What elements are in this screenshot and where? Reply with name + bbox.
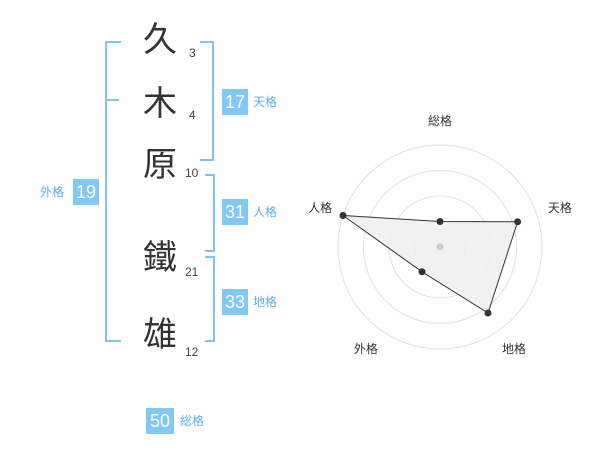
radar-point bbox=[514, 218, 522, 226]
radar-ring bbox=[414, 221, 466, 273]
kanji-4: 鐵 bbox=[143, 238, 177, 278]
tenkaku-label: 天格 bbox=[253, 95, 278, 109]
radar-point bbox=[418, 268, 426, 276]
radar-axis-label: 地格 bbox=[502, 341, 526, 356]
chikaku-value: 33 bbox=[222, 289, 248, 315]
radar-polygon bbox=[341, 214, 519, 314]
kanji-1: 久 bbox=[143, 20, 177, 60]
stroke-count-4: 21 bbox=[185, 265, 199, 279]
soukaku-label: 総格 bbox=[180, 414, 205, 428]
radar-axis-label: 総格 bbox=[428, 113, 452, 128]
radar-center bbox=[436, 243, 444, 251]
radar-point bbox=[436, 218, 444, 225]
radar-axis-label: 天格 bbox=[548, 200, 572, 215]
stroke-count-3: 10 bbox=[185, 166, 199, 180]
stroke-count-5: 12 bbox=[185, 345, 199, 359]
bracket-tick bbox=[107, 99, 119, 101]
radar-ring bbox=[388, 195, 492, 299]
kanji-2: 木 bbox=[143, 84, 177, 124]
radar-point bbox=[484, 309, 492, 317]
chikaku-label: 地格 bbox=[253, 295, 278, 309]
gaikaku-bracket bbox=[105, 41, 121, 342]
tenkaku-value: 17 bbox=[222, 89, 248, 115]
gaikaku-value: 19 bbox=[73, 179, 99, 205]
radar-ring bbox=[363, 170, 517, 324]
stroke-count-1: 3 bbox=[189, 46, 196, 60]
jinkaku-label: 人格 bbox=[253, 205, 278, 219]
gaikaku-label: 外格 bbox=[40, 185, 65, 199]
soukaku-value: 50 bbox=[146, 408, 174, 434]
radar-ring bbox=[337, 144, 543, 350]
jinkaku-value: 31 bbox=[222, 199, 248, 225]
radar-point bbox=[339, 211, 347, 219]
kanji-3: 原 bbox=[143, 145, 177, 185]
radar-axis-label: 外格 bbox=[354, 341, 378, 356]
jinkaku-bracket bbox=[205, 174, 215, 252]
kanji-5: 雄 bbox=[143, 315, 177, 355]
stroke-count-2: 4 bbox=[189, 108, 196, 122]
radar-axis-label: 人格 bbox=[308, 200, 332, 215]
chikaku-bracket bbox=[205, 256, 215, 342]
tenkaku-bracket bbox=[200, 41, 214, 161]
